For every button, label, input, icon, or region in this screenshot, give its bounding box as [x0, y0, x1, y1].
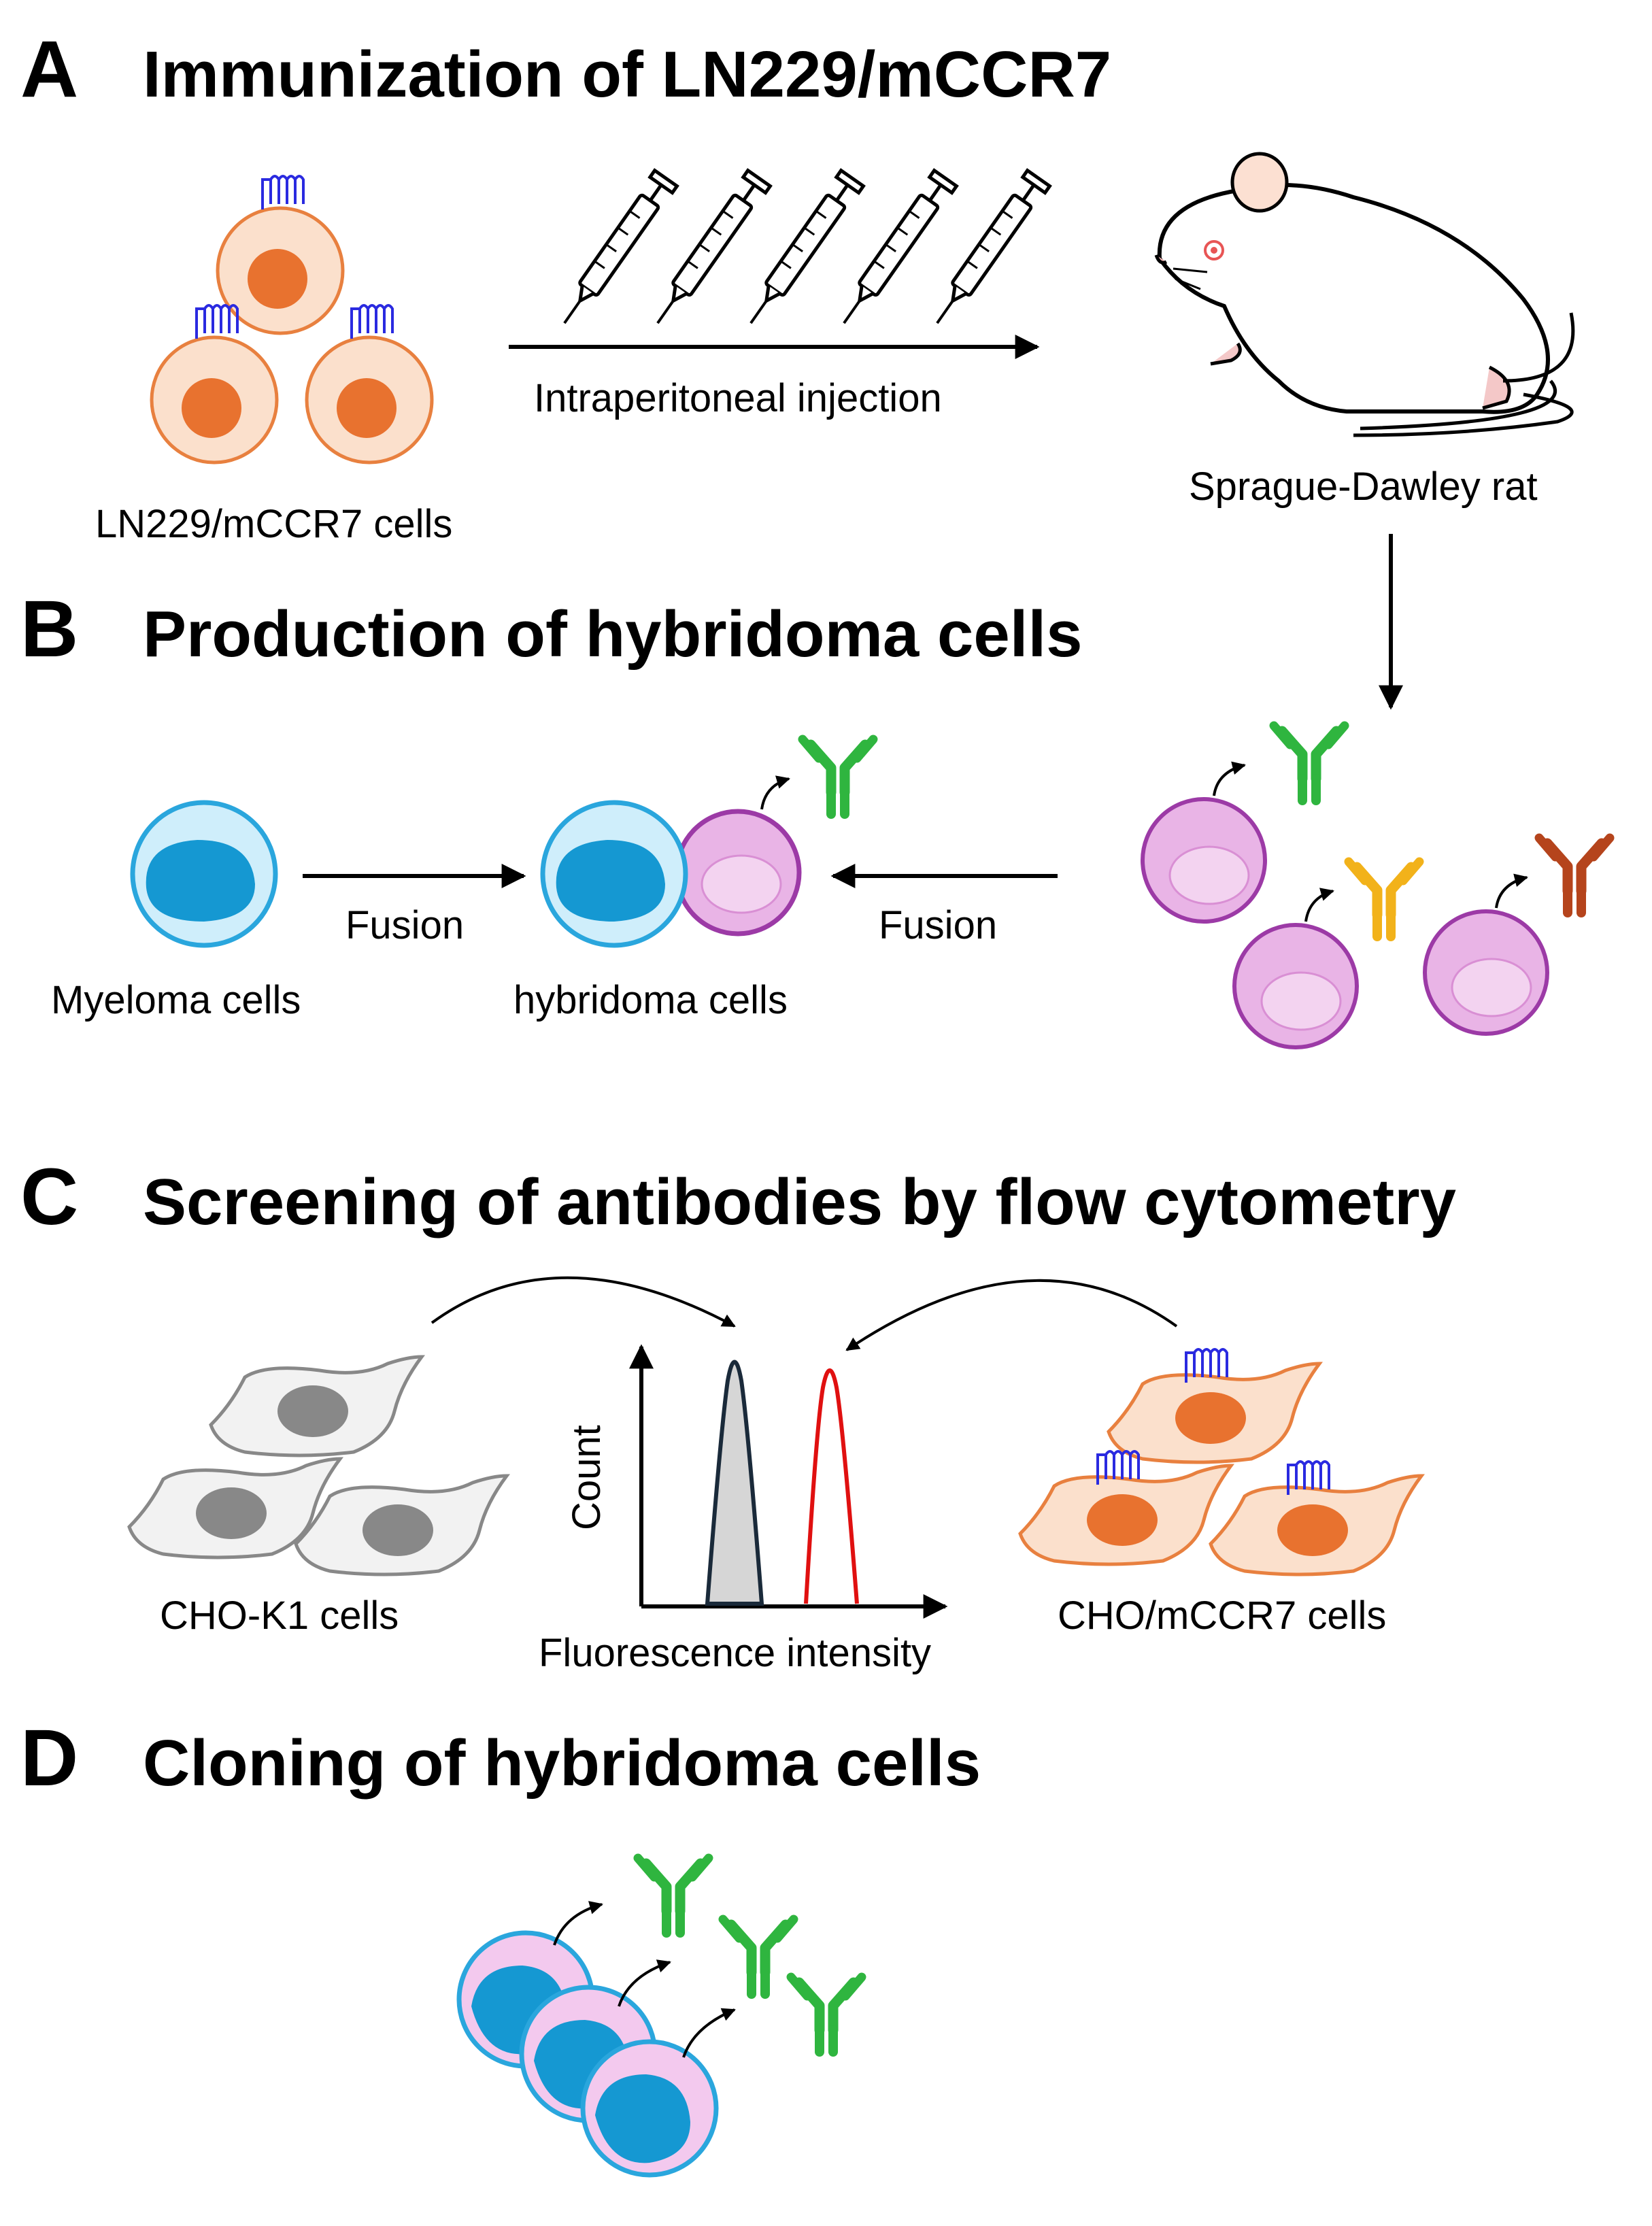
antibody-icon [638, 1858, 709, 1933]
rat-icon [1154, 152, 1575, 437]
b-cell [1425, 911, 1547, 1034]
secretion-arrow [553, 1901, 603, 1946]
ln229-cell [307, 305, 432, 462]
positive-peak [804, 1368, 859, 1604]
panel-c-title: Screening of antibodies by flow cytometr… [143, 1166, 1456, 1238]
cho-k1-to-histogram-arrow [431, 1276, 736, 1328]
antibody-icon [803, 739, 873, 814]
secretion-arrow [618, 1959, 671, 2007]
cho-k1-label: CHO-K1 cells [160, 1593, 399, 1638]
cho-k1-cell-group [129, 1357, 507, 1574]
secretion-arrow [760, 775, 790, 810]
myeloma-label: Myeloma cells [51, 978, 301, 1022]
syringe-icon [740, 171, 864, 331]
panel-d-letter: D [20, 1713, 78, 1803]
cho-mccr7-cell [1211, 1462, 1421, 1574]
panel-b-letter: B [20, 584, 78, 674]
control-peak [705, 1360, 764, 1606]
ln229-cell-group [152, 176, 432, 462]
myeloma-cell [130, 800, 278, 948]
b-cell [1234, 925, 1357, 1047]
fusion-label-left: Fusion [345, 903, 464, 947]
panel-a-title: Immunization of LN229/mCCR7 [143, 38, 1111, 111]
count-axis-label: Count [564, 1425, 609, 1530]
panel-a-letter: A [20, 24, 78, 114]
secretion-arrow [682, 2008, 736, 2058]
secretion-arrow [1495, 873, 1528, 909]
fluorescence-axis-label: Fluorescence intensity [539, 1631, 931, 1675]
cho-k1-cell [211, 1357, 422, 1455]
cho-mccr7-label: CHO/mCCR7 cells [1058, 1593, 1386, 1638]
cho-k1-cell [296, 1476, 507, 1574]
rat-label: Sprague-Dawley rat [1189, 465, 1538, 509]
antibody-icon [1539, 838, 1610, 913]
fusion-label-right: Fusion [879, 903, 997, 947]
syringe-group [554, 171, 1050, 331]
antibody-icon [1274, 726, 1345, 800]
hybridoma-cell [540, 800, 802, 948]
panel-b-title: Production of hybridoma cells [143, 598, 1083, 671]
syringe-icon [554, 171, 677, 331]
antibody-icon [1349, 862, 1419, 937]
cho-mccr7-cell-group [1020, 1349, 1421, 1574]
antibody-icon [791, 1977, 862, 2052]
secretion-arrow [1304, 888, 1334, 922]
histogram: Count Fluorescence intensity [539, 1344, 948, 1675]
syringe-icon [647, 171, 771, 331]
cho-mccr7-cell [1020, 1451, 1231, 1564]
syringe-icon [833, 171, 957, 331]
b-cell-group [1143, 726, 1610, 1047]
syringe-icon [926, 171, 1050, 331]
cho-mccr7-cell [1109, 1349, 1319, 1462]
hybridoma-label: hybridoma cells [513, 978, 788, 1022]
injection-label: Intraperitoneal injection [534, 376, 942, 420]
panel-d-title: Cloning of hybridoma cells [143, 1727, 981, 1800]
cho-mccr7-to-histogram-arrow [845, 1279, 1178, 1351]
panel-c-letter: C [20, 1152, 78, 1242]
ln229-cells-label: LN229/mCCR7 cells [95, 502, 452, 546]
antibody-icon [723, 1919, 794, 1994]
secretion-arrow [1213, 761, 1246, 796]
b-cell [1143, 799, 1265, 922]
hybridoma-clone-cell [583, 2042, 716, 2175]
cloned-hybridoma-group [459, 1858, 862, 2175]
